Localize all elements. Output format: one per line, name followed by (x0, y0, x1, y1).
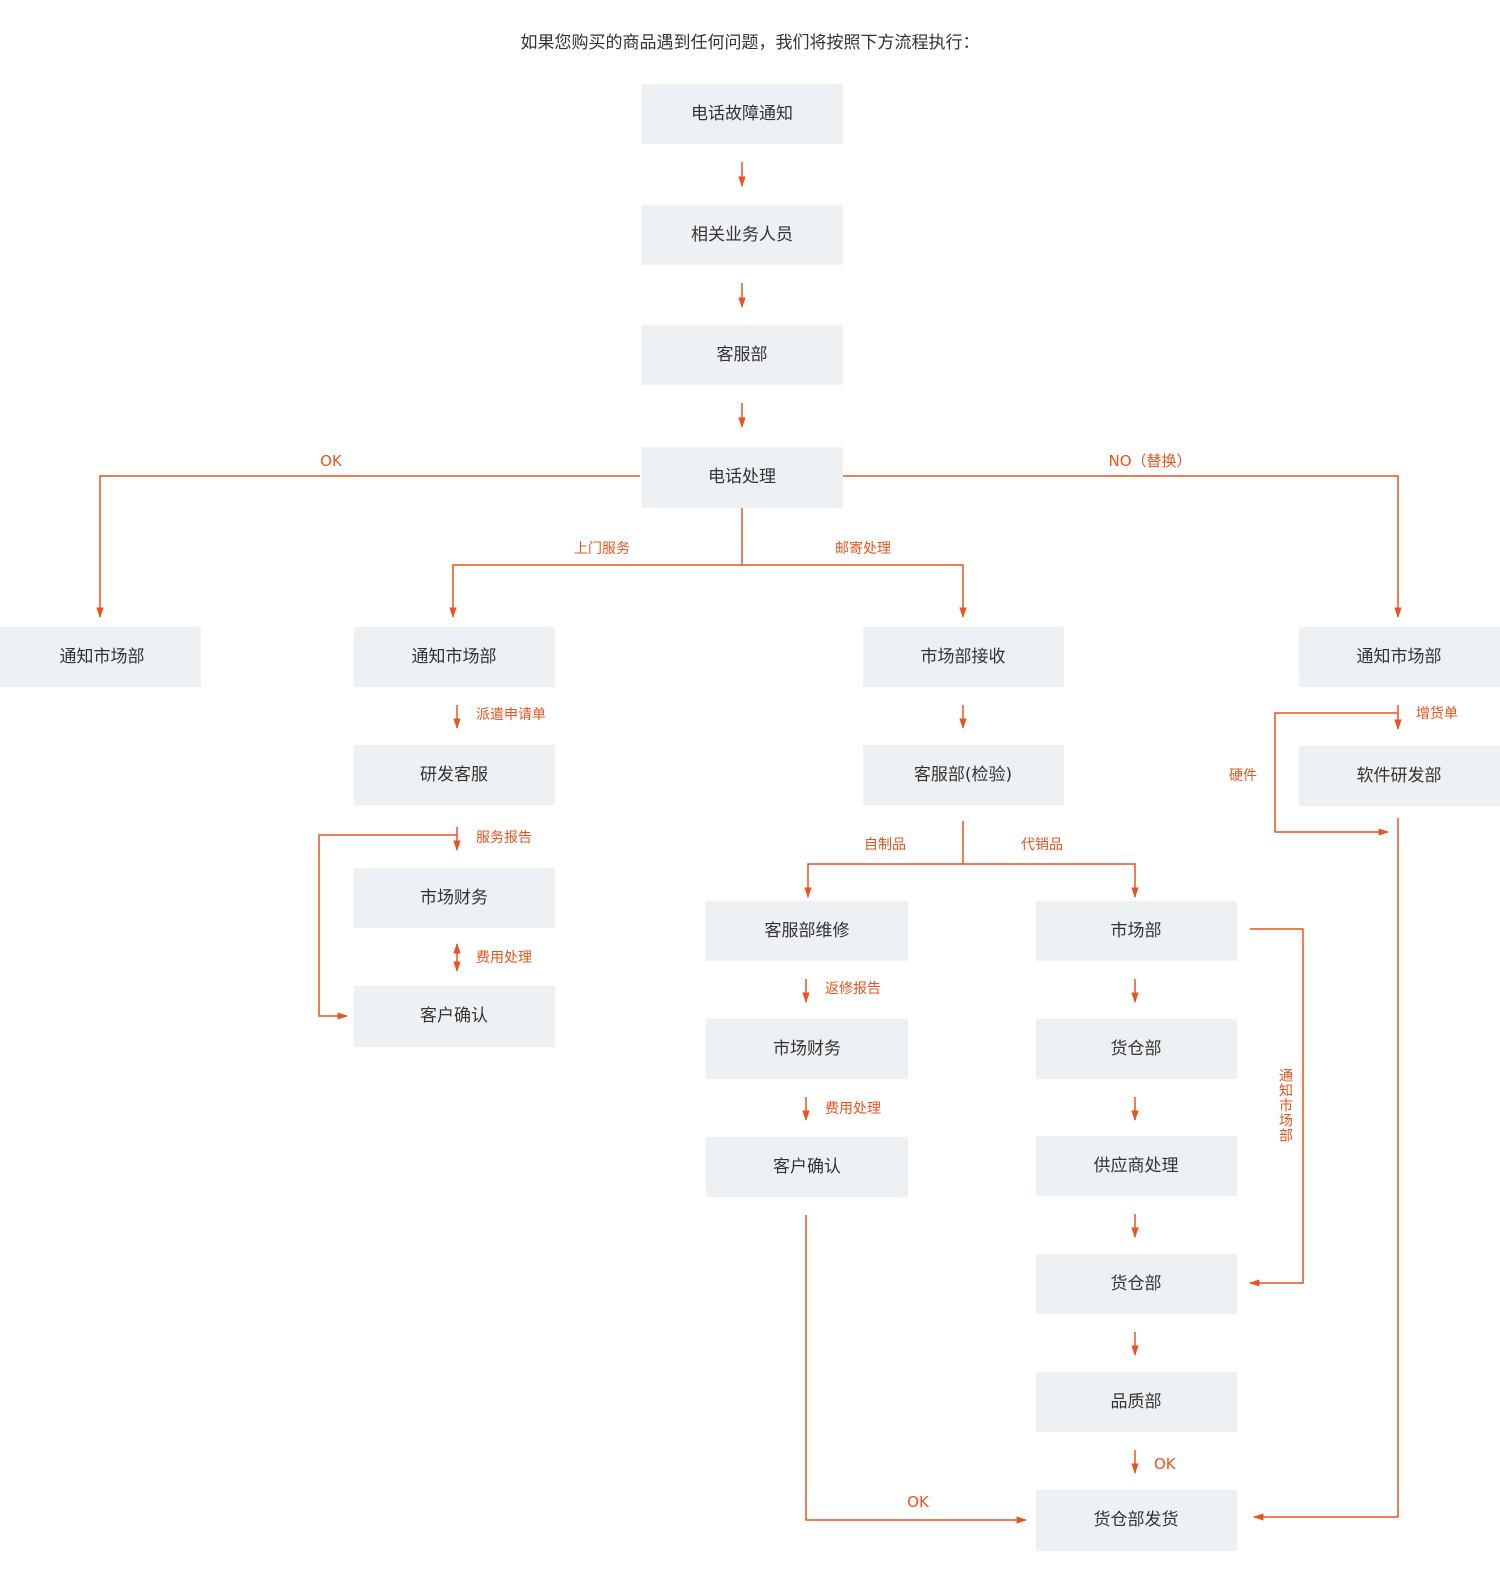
node-market-finance-b: 市场财务 (354, 868, 555, 928)
node-label: 客服部 (717, 345, 768, 365)
node-label: 货仓部 (1111, 1274, 1162, 1294)
node-label: 研发客服 (420, 765, 488, 785)
node-label: 客户确认 (773, 1157, 841, 1177)
node-label: 货仓部发货 (1094, 1510, 1179, 1530)
node-label: 客户确认 (420, 1006, 488, 1026)
label-mail: 邮寄处理 (835, 540, 891, 557)
node-quality-dept: 品质部 (1036, 1372, 1237, 1432)
node-customer-confirm-d: 客户确认 (706, 1137, 908, 1197)
label-self-made: 自制品 (864, 837, 906, 853)
arrow-mail (742, 564, 967, 619)
node-label: 供应商处理 (1094, 1156, 1179, 1176)
node-warehouse-2: 货仓部 (1036, 1254, 1237, 1314)
label-hardware: 硬件 (1229, 768, 1257, 784)
arrow-ok-left (96, 475, 640, 619)
node-phone-fault-notice: 电话故障通知 (642, 84, 843, 144)
node-label: 市场部接收 (921, 647, 1006, 667)
label-service-report: 服务报告 (476, 830, 532, 846)
node-customer-confirm-b: 客户确认 (354, 986, 555, 1047)
node-notify-market-b: 通知市场部 (354, 627, 555, 687)
label-fee-b: 费用处理 (476, 950, 532, 966)
node-service-repair: 客服部维修 (706, 901, 908, 961)
arrow-d3-e6 (805, 1215, 1028, 1524)
node-phone-handling: 电话处理 (642, 447, 843, 508)
node-market-receive: 市场部接收 (863, 627, 1064, 687)
node-software-rd: 软件研发部 (1299, 746, 1500, 806)
node-notify-market-a: 通知市场部 (0, 627, 201, 687)
label-ok-e: OK (1154, 1455, 1177, 1473)
label-ok-bottom: OK (907, 1493, 930, 1511)
node-market-finance-d: 市场财务 (706, 1019, 908, 1079)
label-add-order: 增货单 (1416, 705, 1458, 722)
node-label: 电话故障通知 (691, 104, 793, 124)
arrow-no-right (843, 475, 1402, 619)
label-no-replace: NO（替换） (1108, 452, 1191, 470)
label-ok-left: OK (320, 452, 343, 470)
node-label: 客服部(检验) (914, 765, 1012, 785)
node-label: 相关业务人员 (691, 225, 793, 245)
arrow-e1-e4-notify (1248, 928, 1304, 1287)
intro-text: 如果您购买的商品遇到任何问题，我们将按照下方流程执行： (520, 33, 980, 53)
arrow-self-made (804, 863, 963, 899)
node-service-inspection: 客服部(检验) (863, 745, 1064, 805)
arrow-onsite (449, 564, 742, 619)
arrow-b-bypass (318, 834, 457, 1020)
node-label: 通知市场部 (1357, 647, 1442, 667)
node-supplier-handling: 供应商处理 (1036, 1136, 1237, 1196)
arrow-consign (963, 863, 1139, 899)
node-warehouse-ship: 货仓部发货 (1036, 1490, 1237, 1551)
node-label: 客服部维修 (765, 921, 850, 941)
label-consign: 代销品 (1021, 837, 1063, 853)
label-notify-market-vertical: 通知市场部 (1277, 1068, 1293, 1143)
label-onsite: 上门服务 (574, 541, 630, 557)
label-dispatch: 派遣申请单 (476, 707, 546, 723)
node-label: 市场部 (1111, 921, 1162, 941)
node-customer-service: 客服部 (642, 325, 843, 385)
node-label: 货仓部 (1111, 1039, 1162, 1059)
label-fee-d: 费用处理 (825, 1101, 881, 1117)
arrow-hardware (1274, 712, 1398, 836)
node-label: 电话处理 (708, 467, 776, 487)
node-label: 市场财务 (420, 888, 488, 908)
label-return-report: 返修报告 (825, 981, 881, 997)
node-related-staff: 相关业务人员 (642, 205, 843, 265)
node-label: 软件研发部 (1357, 766, 1442, 786)
node-rd-service: 研发客服 (354, 745, 555, 805)
node-market-dept: 市场部 (1036, 901, 1237, 961)
node-label: 市场财务 (773, 1039, 841, 1059)
node-label: 通知市场部 (412, 647, 497, 667)
node-notify-market-f: 通知市场部 (1299, 627, 1500, 687)
node-warehouse-1: 货仓部 (1036, 1019, 1237, 1079)
node-label: 通知市场部 (60, 647, 145, 667)
arrow-f-to-e6 (1252, 818, 1399, 1521)
node-label: 品质部 (1111, 1392, 1162, 1412)
